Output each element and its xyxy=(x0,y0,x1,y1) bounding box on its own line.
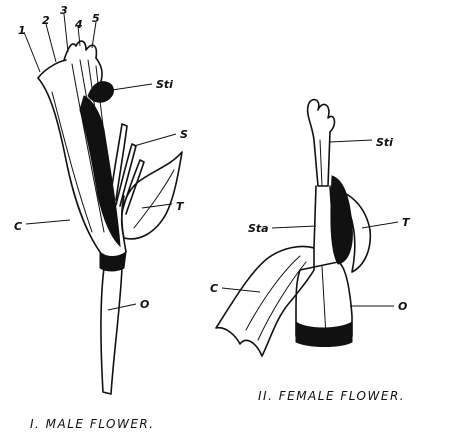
male-label-stigma: Sti xyxy=(156,78,173,91)
male-flower-caption: I. MALE FLOWER. xyxy=(30,417,155,431)
female-flower-caption: II. FEMALE FLOWER. xyxy=(258,389,405,403)
female-flower-drawing xyxy=(216,100,398,356)
male-label-tepal: T xyxy=(176,200,185,213)
male-label-ovary: O xyxy=(140,298,149,311)
female-label-tepal: T xyxy=(402,216,411,229)
stamen-number-4: 4 xyxy=(74,18,83,31)
male-label-corolla: C xyxy=(14,220,22,233)
female-label-corolla: C xyxy=(210,282,218,295)
stamen-number-1: 1 xyxy=(18,24,26,37)
female-label-stigma: Sti xyxy=(376,136,393,149)
stamen-number-2: 2 xyxy=(42,14,50,27)
stamen-number-3: 3 xyxy=(60,4,68,17)
male-label-stamen: S xyxy=(180,128,188,141)
male-flower-drawing xyxy=(24,14,182,394)
stamen-number-5: 5 xyxy=(92,12,100,25)
female-label-ovary: O xyxy=(398,300,407,313)
female-label-staminode: Sta xyxy=(248,222,269,235)
